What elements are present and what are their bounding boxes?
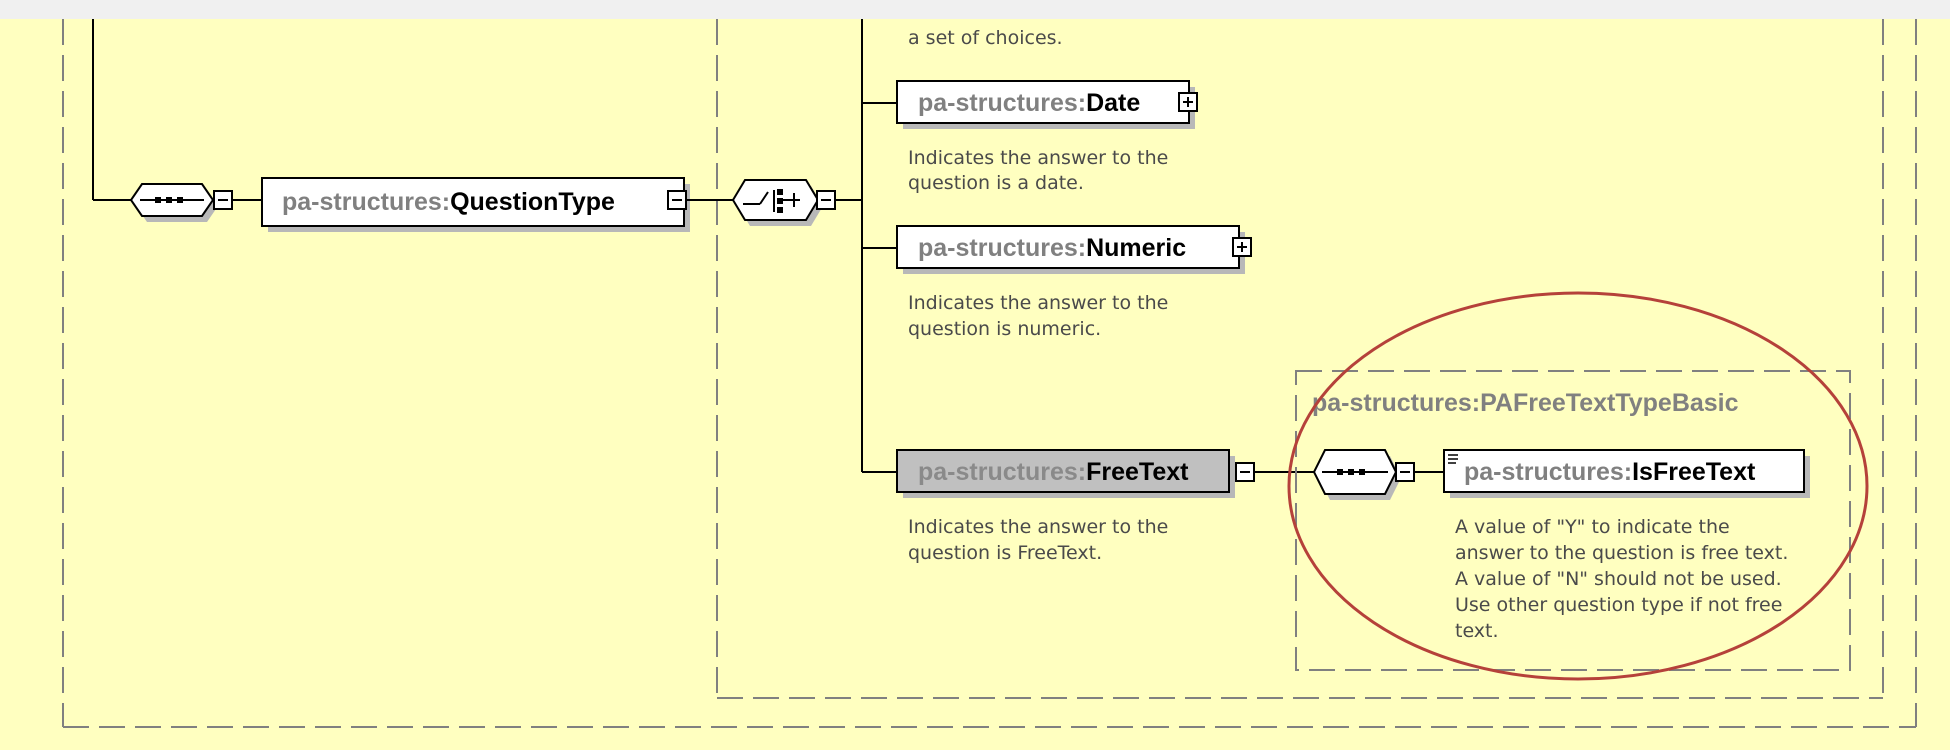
svg-text:pa-structures:FreeText: pa-structures:FreeText: [918, 458, 1189, 486]
date-doc-line-1: Indicates the answer to the: [908, 147, 1168, 169]
sequence-collapse-button-2[interactable]: [1395, 462, 1415, 482]
choice-compositor[interactable]: [731, 179, 823, 226]
svg-text:pa-structures:QuestionType: pa-structures:QuestionType: [282, 188, 615, 216]
is-free-text-name: IsFreeText: [1632, 458, 1756, 486]
date-prefix: pa-structures:: [918, 89, 1086, 117]
is-free-text-doc-line-5: text.: [1455, 620, 1499, 642]
free-text-doc-line-2: question is FreeText.: [908, 542, 1102, 564]
question-type-name: QuestionType: [450, 188, 615, 216]
is-free-text-doc-line-4: Use other question type if not free: [1455, 594, 1782, 616]
numeric-expand-button[interactable]: [1232, 237, 1252, 257]
numeric-doc-line-2: question is numeric.: [908, 318, 1101, 340]
svg-text:pa-structures:Numeric: pa-structures:Numeric: [918, 234, 1186, 262]
top-doc-fragment: a set of choices.: [908, 27, 1063, 49]
sequence-collapse-button-1[interactable]: [213, 190, 233, 210]
choice-icon: [743, 189, 800, 213]
sequence-icon: [1322, 469, 1388, 475]
date-doc-line-2: question is a date.: [908, 172, 1084, 194]
free-text-prefix: pa-structures:: [918, 458, 1086, 486]
complex-type-title: pa-structures:PAFreeTextTypeBasic: [1312, 389, 1739, 417]
numeric-prefix: pa-structures:: [918, 234, 1086, 262]
numeric-name: Numeric: [1086, 234, 1186, 262]
date-expand-button[interactable]: [1178, 92, 1198, 112]
sequence-icon: [140, 197, 204, 203]
free-text-doc-line-1: Indicates the answer to the: [908, 516, 1168, 538]
is-free-text-element[interactable]: pa-structures:IsFreeText: [1443, 449, 1810, 498]
svg-text:pa-structures:Date: pa-structures:Date: [918, 89, 1140, 117]
question-type-element[interactable]: pa-structures:QuestionType: [261, 177, 690, 232]
date-element[interactable]: pa-structures:Date: [896, 80, 1195, 129]
sequence-compositor-2[interactable]: [1312, 449, 1401, 500]
svg-text:pa-structures:IsFreeText: pa-structures:IsFreeText: [1464, 458, 1756, 486]
question-type-collapse-button[interactable]: [667, 190, 687, 210]
free-text-collapse-button[interactable]: [1235, 462, 1255, 482]
is-free-text-doc-line-1: A value of "Y" to indicate the: [1455, 516, 1730, 538]
is-free-text-doc-line-2: answer to the question is free text.: [1455, 542, 1788, 564]
numeric-element[interactable]: pa-structures:Numeric: [896, 225, 1245, 274]
is-free-text-prefix: pa-structures:: [1464, 458, 1632, 486]
highlight-ellipse: [1287, 291, 1869, 681]
sequence-compositor-1[interactable]: [129, 183, 218, 222]
text-content-icon: [1448, 454, 1458, 464]
date-name: Date: [1086, 89, 1140, 117]
window-top-bar: [0, 0, 1950, 19]
is-free-text-doc-line-3: A value of "N" should not be used.: [1455, 568, 1782, 590]
free-text-name: FreeText: [1086, 458, 1189, 486]
complex-type-frame: [1295, 370, 1851, 671]
free-text-element[interactable]: pa-structures:FreeText: [896, 449, 1235, 498]
question-type-prefix: pa-structures:: [282, 188, 450, 216]
numeric-doc-line-1: Indicates the answer to the: [908, 292, 1168, 314]
choice-collapse-button[interactable]: [816, 190, 836, 210]
